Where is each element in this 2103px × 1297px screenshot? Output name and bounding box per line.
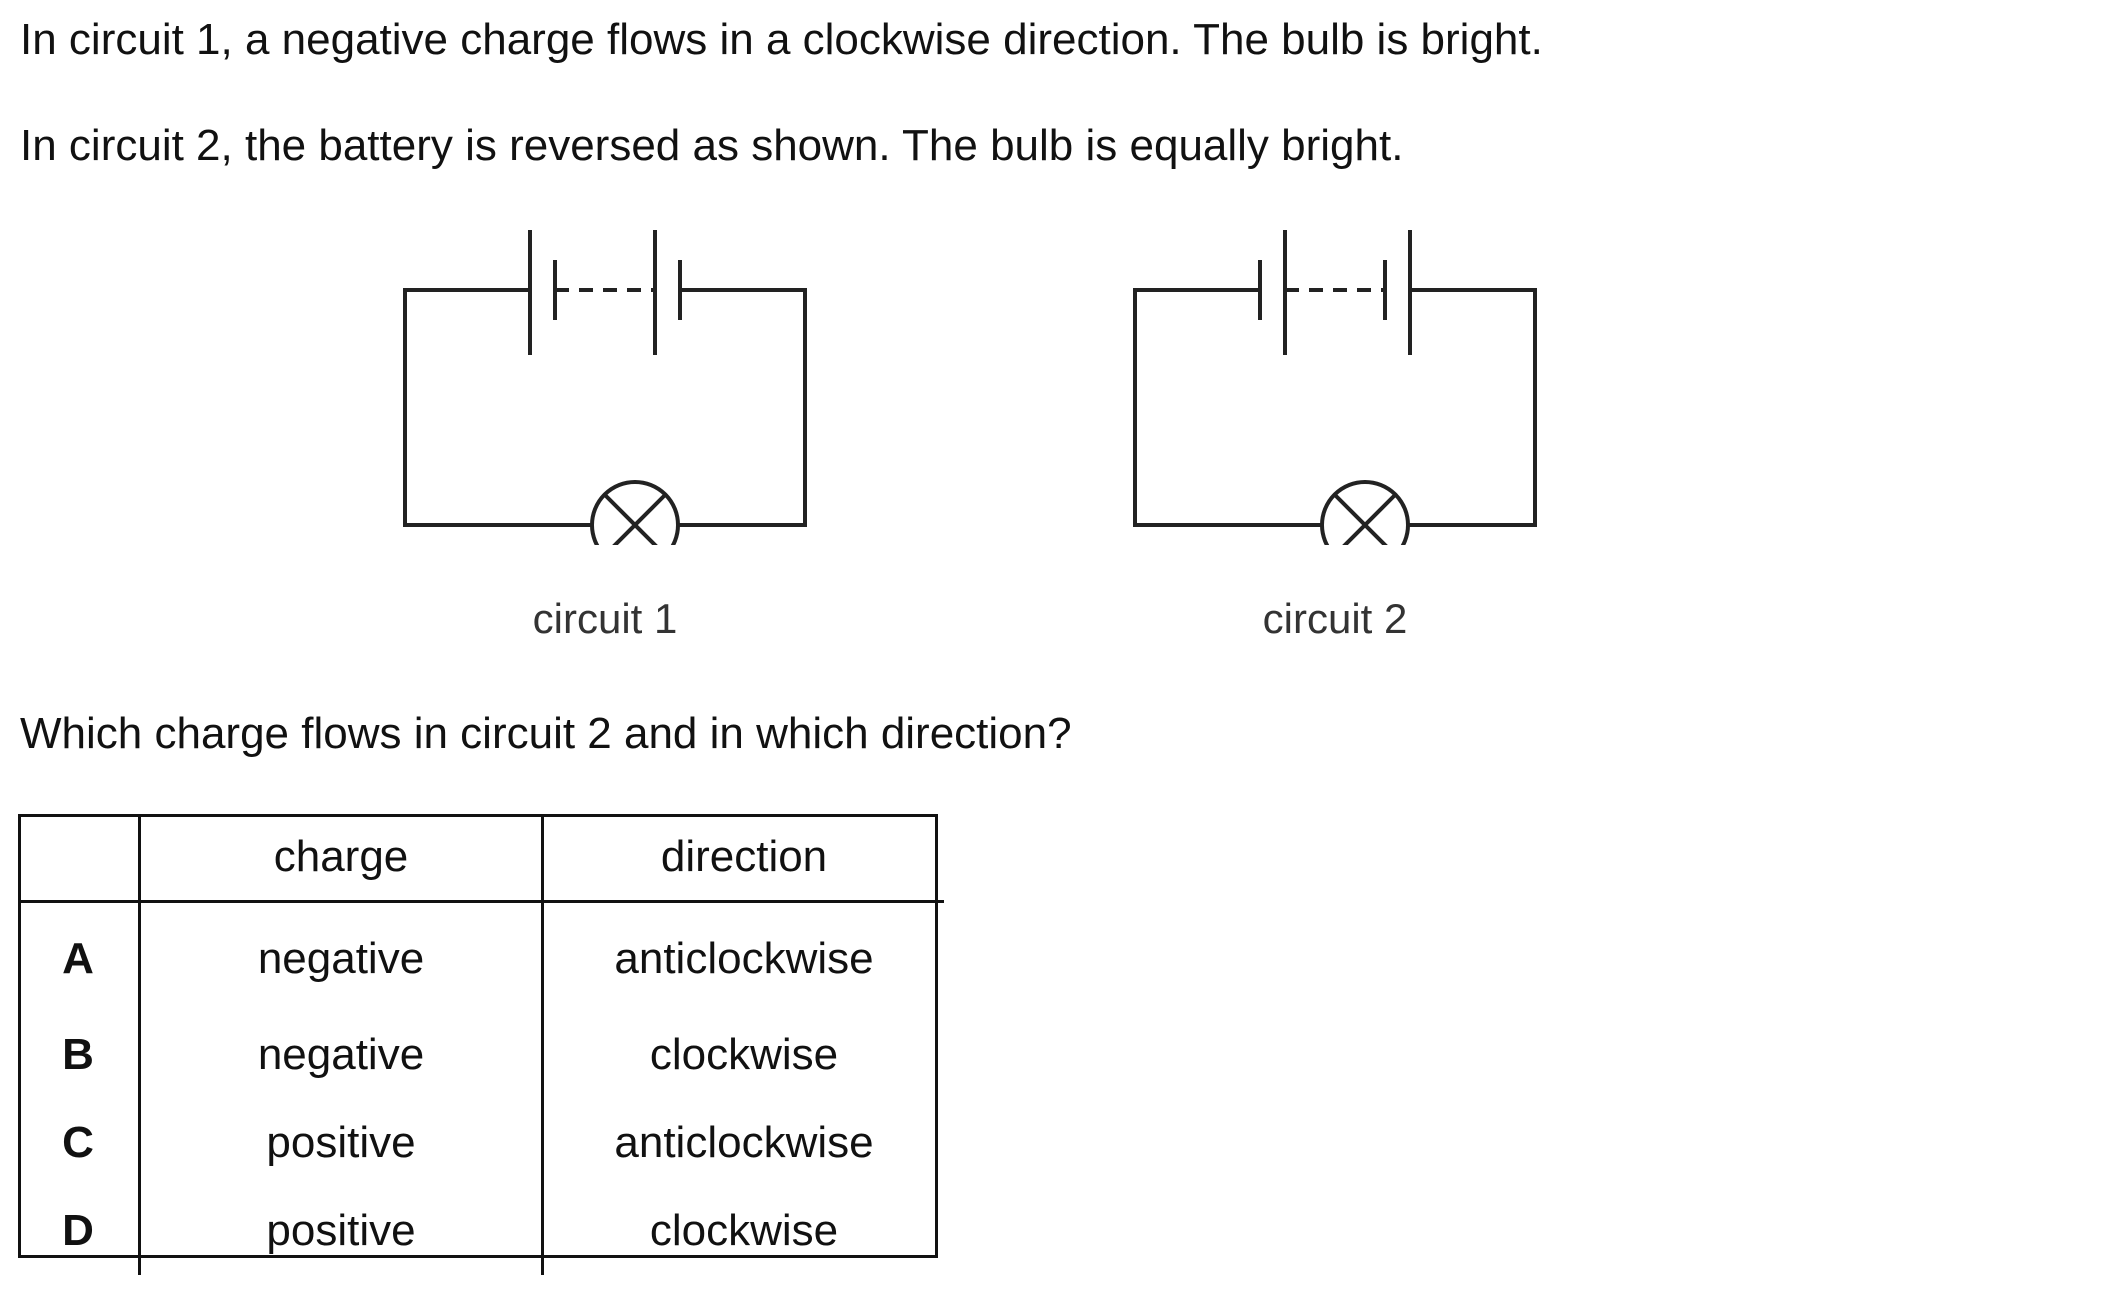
option-charge: negative <box>138 901 543 1011</box>
circuit-2-label: circuit 2 <box>1262 595 1408 642</box>
option-charge: negative <box>138 1011 543 1099</box>
option-key: A <box>62 934 94 983</box>
stem-line-2: In circuit 2, the battery is reversed as… <box>20 121 1404 170</box>
option-direction: anticlockwise <box>541 1099 944 1187</box>
option-row-d[interactable]: D positive clockwise <box>18 1187 944 1275</box>
question-text: Which charge flows in circuit 2 and in w… <box>20 709 1072 758</box>
option-charge: positive <box>138 1187 543 1275</box>
circuit-1-wire-right <box>678 288 807 527</box>
option-row-c[interactable]: C positive anticlockwise <box>18 1099 944 1187</box>
option-direction: anticlockwise <box>541 901 944 1011</box>
option-key: B <box>62 1030 94 1079</box>
stem-line-1: In circuit 1, a negative charge flows in… <box>20 15 1543 64</box>
option-key: D <box>62 1206 94 1255</box>
header-direction: direction <box>541 814 944 903</box>
circuit-2-wire-right <box>1408 288 1537 527</box>
option-direction: clockwise <box>541 1187 944 1275</box>
circuit-1-wire-left <box>403 288 592 527</box>
circuit-1-diagram <box>403 230 807 545</box>
option-charge: positive <box>138 1099 543 1187</box>
header-charge: charge <box>138 814 543 903</box>
option-row-b[interactable]: B negative clockwise <box>18 1011 944 1099</box>
option-direction: clockwise <box>541 1011 944 1099</box>
table-header-row: charge direction <box>18 814 944 903</box>
circuit-1-label: circuit 1 <box>532 595 678 642</box>
option-row-a[interactable]: A negative anticlockwise <box>18 901 944 1011</box>
circuit-1-bulb-icon <box>590 480 680 545</box>
answer-options-table: charge direction A negative anticlockwis… <box>18 814 944 1275</box>
circuit-2-diagram <box>1133 230 1537 545</box>
option-key: C <box>62 1118 94 1167</box>
circuit-2-wire-left <box>1133 288 1322 527</box>
circuit-2-bulb-icon <box>1320 480 1410 545</box>
header-key <box>18 814 140 903</box>
